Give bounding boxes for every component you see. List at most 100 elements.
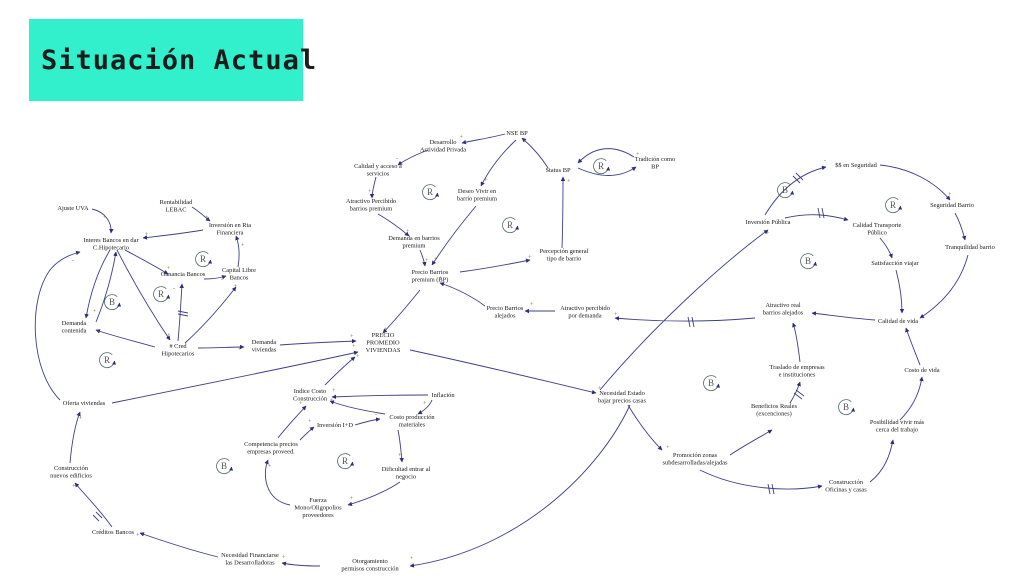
link-atractivoreal-atractivodemanda — [614, 316, 756, 322]
polarity-sign: + — [103, 215, 107, 221]
link-preciobp-precio — [382, 289, 421, 334]
loop-reinforcing-icon: R — [422, 184, 440, 201]
link-atractivo-demandabp — [377, 213, 410, 237]
polarity-sign: + — [332, 388, 336, 394]
loop-reinforcing-icon: R — [99, 352, 117, 369]
link-creditos-construccion — [74, 482, 113, 528]
polarity-sign: - — [375, 412, 377, 418]
delay-mark — [767, 483, 775, 495]
node-status-bp: Status BP — [545, 167, 570, 174]
link-seguridad-tranquilidad — [954, 212, 967, 241]
link-costovida-calidad — [905, 327, 921, 366]
polarity-sign: + — [666, 445, 670, 451]
polarity-sign: + — [352, 344, 356, 350]
link-percepcion-status — [560, 176, 566, 249]
link-dificultad-fuerza — [347, 481, 401, 507]
delay-mark — [92, 511, 103, 522]
polarity-sign: + — [398, 453, 402, 459]
svg-text:R: R — [427, 187, 433, 197]
svg-text:B: B — [708, 378, 714, 388]
link-desarrollo-calidad — [397, 149, 429, 166]
link-inversionid-costoprod — [354, 417, 381, 426]
link-status-nsebp — [521, 137, 549, 169]
polarity-sign: - — [72, 258, 74, 264]
polarity-sign: + — [308, 419, 312, 425]
node-seguridad-barrio: Seguridad Barrio — [930, 202, 974, 209]
link-inflacion-costoprod — [417, 399, 433, 415]
title-banner: Situación Actual — [29, 19, 316, 101]
link-calidad-atractivoreal — [811, 311, 876, 321]
link-ganancia-capital — [203, 275, 227, 280]
link-costoprod-dificultad — [397, 429, 404, 463]
polarity-sign: + — [72, 484, 76, 490]
link-costoprod-indice — [329, 400, 386, 415]
link-demandaviv-precio — [279, 338, 357, 346]
link-inversion-ss — [764, 165, 827, 216]
svg-text:R: R — [598, 161, 604, 171]
node-inversion-publica: Inversión Pública — [746, 219, 791, 226]
polarity-sign: + — [282, 555, 286, 561]
polarity-sign: + — [167, 333, 171, 339]
page-title: Situación Actual — [41, 44, 318, 76]
polarity-sign: + — [350, 496, 354, 502]
svg-text:B: B — [843, 402, 849, 412]
link-competencia-inversionid — [299, 426, 315, 441]
node-costo-de-vida: Costo de vida — [904, 367, 939, 374]
delay-mark — [687, 316, 695, 328]
polarity-sign: + — [425, 258, 429, 264]
polarity-sign: + — [439, 276, 443, 282]
polarity-sign: + — [97, 330, 101, 336]
link-tradicion-status — [577, 148, 635, 164]
polarity-sign: + — [523, 139, 527, 145]
svg-text:R: R — [158, 289, 164, 299]
link-indice-precio — [324, 356, 356, 386]
link-inflacion-indice — [331, 394, 429, 400]
polarity-sign: + — [434, 257, 438, 263]
link-ss-seguridad — [879, 164, 951, 201]
polarity-sign: + — [330, 398, 334, 404]
link-fuerza-competencia — [264, 459, 291, 506]
link-cred-ganancia — [177, 283, 184, 342]
link-necesidadestado-otorgamiento — [409, 404, 631, 568]
polarity-sign: - — [221, 277, 223, 283]
loop-reinforcing-icon: R — [593, 158, 611, 175]
polarity-sign: - — [396, 156, 398, 162]
polarity-sign: + — [423, 401, 427, 407]
loop-reinforcing-icon: R — [337, 453, 355, 470]
link-alejados-preciobp — [439, 282, 486, 307]
polarity-sign: + — [528, 255, 532, 261]
polarity-sign: + — [410, 556, 414, 562]
polarity-sign: + — [205, 215, 209, 221]
link-promocion-beneficios — [729, 429, 773, 456]
svg-text:R: R — [104, 355, 110, 365]
svg-text:B: B — [109, 297, 115, 307]
polarity-sign: + — [598, 386, 602, 392]
polarity-sign: + — [167, 266, 171, 272]
polarity-sign: + — [136, 533, 140, 539]
link-ajuste-interes — [91, 208, 114, 234]
link-demandabp-precio — [419, 249, 427, 267]
polarity-sign: + — [145, 232, 149, 238]
polarity-sign: + — [241, 243, 245, 249]
node-calidad-de-vida: Calidad de vida — [878, 318, 918, 325]
link-otorgamiento-necesidad — [281, 561, 321, 567]
loop-reinforcing-icon: R — [195, 251, 213, 268]
svg-text:R: R — [342, 456, 348, 466]
